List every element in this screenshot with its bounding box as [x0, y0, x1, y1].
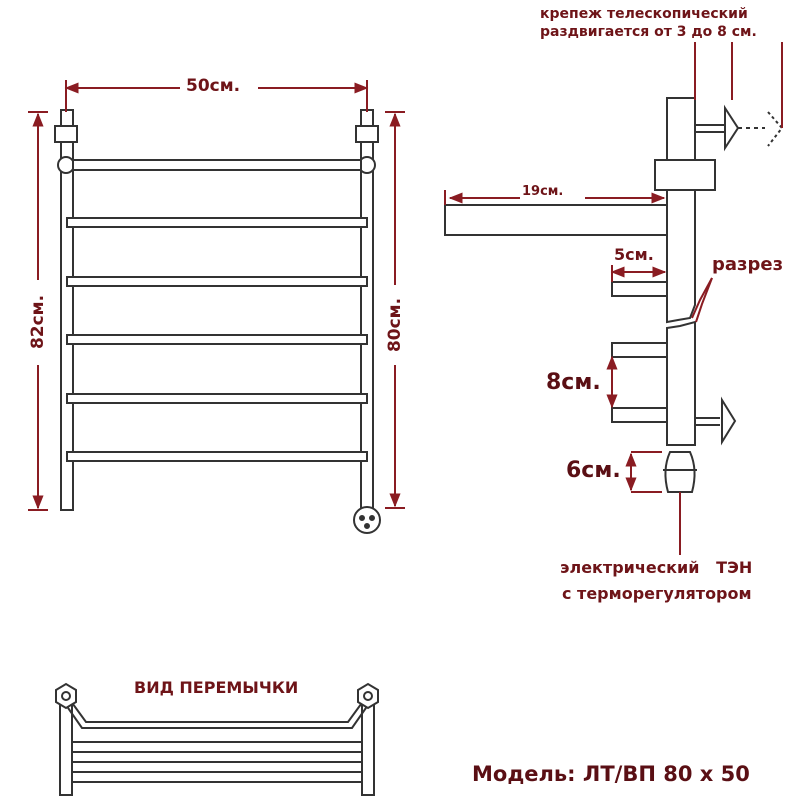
front-dimensions — [28, 80, 405, 511]
knob-dot — [364, 523, 370, 529]
left-joint — [57, 156, 75, 174]
front-view — [54, 109, 381, 534]
heater-description-line2: с терморегулятором — [562, 584, 752, 603]
lower-arm-top — [611, 342, 668, 358]
short-arm — [611, 281, 668, 297]
jumper-bar-inner — [69, 699, 365, 723]
side-post-lower — [666, 320, 696, 446]
rung — [66, 334, 368, 345]
side-dimensions — [444, 42, 783, 555]
jumper-view-title: ВИД ПЕРЕМЫЧКИ — [134, 678, 299, 697]
heater-body — [664, 451, 696, 493]
rung — [66, 393, 368, 404]
wall-mounts — [695, 104, 784, 446]
knob-dot — [369, 515, 375, 521]
knob-dot — [359, 515, 365, 521]
right-top-bracket — [355, 125, 379, 143]
upper-wall-mount-icon — [724, 104, 740, 152]
heater-height-6-label: 6см. — [566, 458, 621, 483]
model-label: Модель: ЛТ/ВП 80 х 50 — [472, 762, 750, 786]
height-inner-label: 80см. — [385, 297, 405, 353]
lower-arm-bottom — [611, 407, 668, 423]
top-rail — [72, 159, 362, 171]
lower-wall-mount-icon — [721, 396, 737, 446]
side-post-upper — [666, 97, 696, 324]
heater-knob — [353, 506, 381, 534]
left-top-bracket — [54, 125, 78, 143]
section-label: разрез — [712, 254, 784, 275]
long-arm — [444, 204, 668, 236]
mount-description-line2: раздвигается от 3 до 8 см. — [540, 24, 757, 40]
rung — [66, 217, 368, 228]
mount-block — [654, 159, 716, 191]
height-total-label: 82см. — [28, 294, 48, 350]
rung — [66, 451, 368, 462]
heater-description-line1: электрический ТЭН — [560, 558, 753, 577]
side-depth-label: 19см. — [522, 184, 564, 199]
width-dimension-label: 50см. — [186, 76, 241, 96]
spacing-8-label: 8см. — [546, 370, 601, 395]
short-arm-label: 5см. — [614, 245, 654, 264]
mount-description-line1: крепеж телескопический — [540, 6, 748, 22]
side-view — [444, 97, 716, 493]
rung — [66, 276, 368, 287]
dashed-extension-mount-icon — [767, 111, 784, 147]
jumper-bar — [65, 704, 369, 729]
jumper-view — [55, 682, 379, 796]
